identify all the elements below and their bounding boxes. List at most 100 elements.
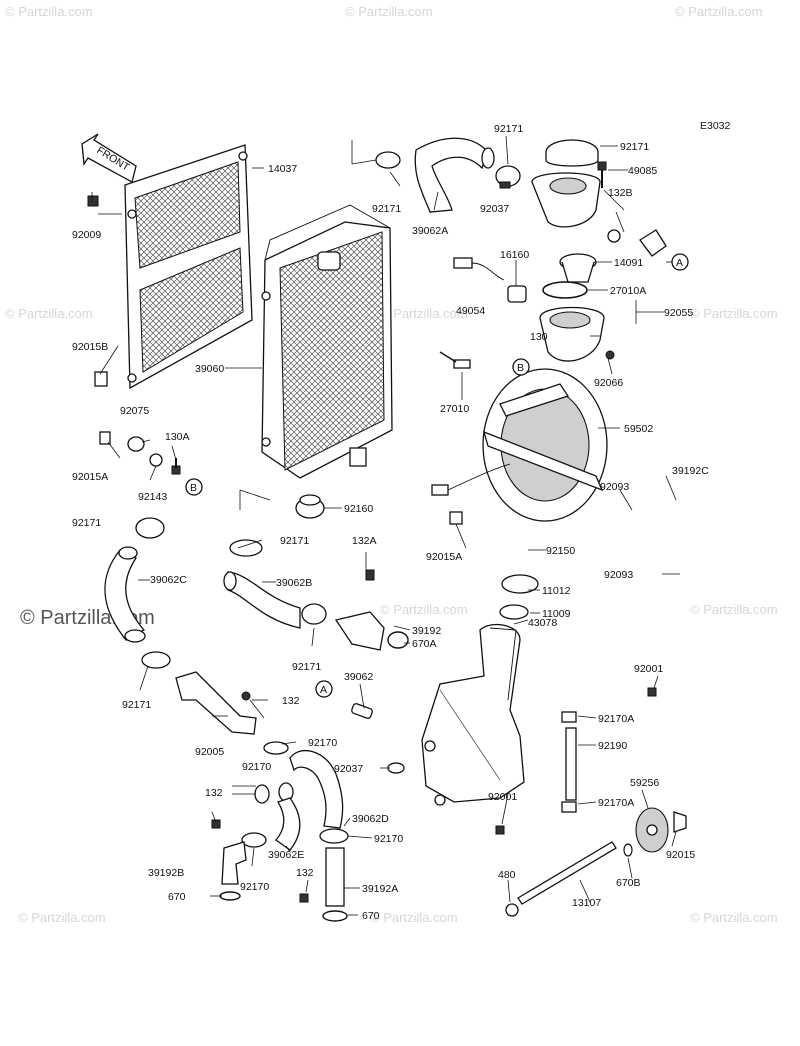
- part-label: 39062E: [268, 849, 304, 861]
- watermarks: © Partzilla.com © Partzilla.com © Partzi…: [5, 4, 778, 925]
- water-pump-shaft: [505, 841, 633, 917]
- coolant-hose: [254, 749, 344, 851]
- part-label: 92170: [308, 737, 337, 749]
- water-pipe-fitting: [299, 847, 348, 922]
- part-label: 39062A: [412, 225, 448, 237]
- part-label: 14091: [614, 257, 643, 269]
- part-label: 92093: [600, 481, 629, 493]
- front-arrow-icon: FRONT: [81, 133, 137, 183]
- part-label: 92093: [604, 569, 633, 581]
- hose-clamp: [229, 539, 263, 557]
- clip: [94, 371, 108, 387]
- grommet: [295, 494, 325, 519]
- part-label: 132: [205, 787, 223, 799]
- part-label: 92160: [344, 503, 373, 515]
- part-label: 130A: [165, 431, 190, 443]
- coolant-reservoir: [421, 623, 525, 806]
- part-label: 59256: [630, 777, 659, 789]
- part-label: 92055: [664, 307, 693, 319]
- part-label: 92005: [195, 746, 224, 758]
- water-pipe-fitting: [334, 569, 409, 651]
- thermostat-housing: [539, 306, 615, 362]
- bolt: [597, 161, 607, 188]
- part-label: 92170: [374, 833, 403, 845]
- hose-clamp: [301, 603, 327, 625]
- water-neck: [531, 172, 667, 257]
- part-label: 39062C: [150, 574, 187, 586]
- radiator-cap: [545, 139, 599, 167]
- part-label: 49085: [628, 165, 657, 177]
- part-label: 92143: [138, 491, 167, 503]
- part-label: 132: [282, 695, 300, 707]
- part-label: 49054: [456, 305, 485, 317]
- part-label: 92075: [120, 405, 149, 417]
- watermark-text: © Partzilla.com: [5, 4, 93, 19]
- part-label: 92015: [666, 849, 695, 861]
- coolant-hose: [223, 571, 301, 629]
- hose-clamp: [319, 828, 349, 844]
- marker-label: A: [676, 257, 683, 269]
- part-label: 92171: [72, 517, 101, 529]
- part-label: 39192C: [672, 465, 709, 477]
- watermark-text: © Partzilla.com: [345, 4, 433, 19]
- hose-clamp: [263, 741, 289, 755]
- part-label: 92001: [634, 663, 663, 675]
- watermark-text: © Partzilla.com: [380, 306, 468, 321]
- fan-switch: [439, 351, 471, 369]
- water-pipe-fitting: [211, 819, 247, 901]
- part-label: 92170A: [598, 713, 634, 725]
- part-label: 14037: [268, 163, 297, 175]
- part-label: 92171: [372, 203, 401, 215]
- reference-marker-a: A: [315, 680, 333, 698]
- part-label: 130: [530, 331, 548, 343]
- reference-marker-a: A: [671, 253, 689, 271]
- reference-marker-b: B: [185, 478, 203, 496]
- bolt: [171, 458, 181, 475]
- part-label: 92037: [480, 203, 509, 215]
- part-label: 11009: [542, 608, 571, 620]
- pump-seal: [501, 574, 539, 594]
- part-label: 39192A: [362, 883, 398, 895]
- part-label: 39192B: [148, 867, 184, 879]
- part-label: 670: [362, 910, 380, 922]
- watermark-text: © Partzilla.com: [690, 910, 778, 925]
- part-label: 59502: [624, 423, 653, 435]
- clamp: [387, 762, 405, 774]
- temperature-sensor: [453, 257, 527, 303]
- watermark-text: © Partzilla.com: [675, 4, 763, 19]
- part-label: 132: [296, 867, 314, 879]
- water-pump-impeller: [635, 807, 687, 853]
- marker-label: B: [190, 482, 197, 494]
- hose-clamp: [561, 801, 577, 813]
- hose-clamp: [135, 517, 165, 539]
- marker-label: B: [517, 362, 524, 374]
- part-label: 16160: [500, 249, 529, 261]
- watermark-text: © Partzilla.com: [690, 306, 778, 321]
- part-label: 92150: [546, 545, 575, 557]
- diagram-code: E3032: [700, 120, 731, 132]
- part-label: 92009: [72, 229, 101, 241]
- hose-clamp: [141, 651, 171, 669]
- part-label: 92170: [242, 761, 271, 773]
- part-label: 92171: [280, 535, 309, 547]
- part-label: 39192: [412, 625, 441, 637]
- part-label: 43078: [528, 617, 557, 629]
- part-label: 92171: [122, 699, 151, 711]
- part-label: 39062B: [276, 577, 312, 589]
- leader-lines: [91, 135, 680, 916]
- breather-hose: [351, 703, 373, 719]
- part-label: 92037: [334, 763, 363, 775]
- bolt: [87, 195, 99, 207]
- clip: [99, 431, 111, 445]
- watermark-text: © Partzilla.com: [18, 910, 106, 925]
- part-label: 27010: [440, 403, 469, 415]
- washer: [149, 453, 163, 467]
- part-label: 92015A: [426, 551, 462, 563]
- marker-label: A: [320, 684, 327, 696]
- part-label: 92190: [598, 740, 627, 752]
- part-label: 11012: [542, 585, 571, 597]
- washer: [127, 436, 145, 452]
- part-label: 92015A: [72, 471, 108, 483]
